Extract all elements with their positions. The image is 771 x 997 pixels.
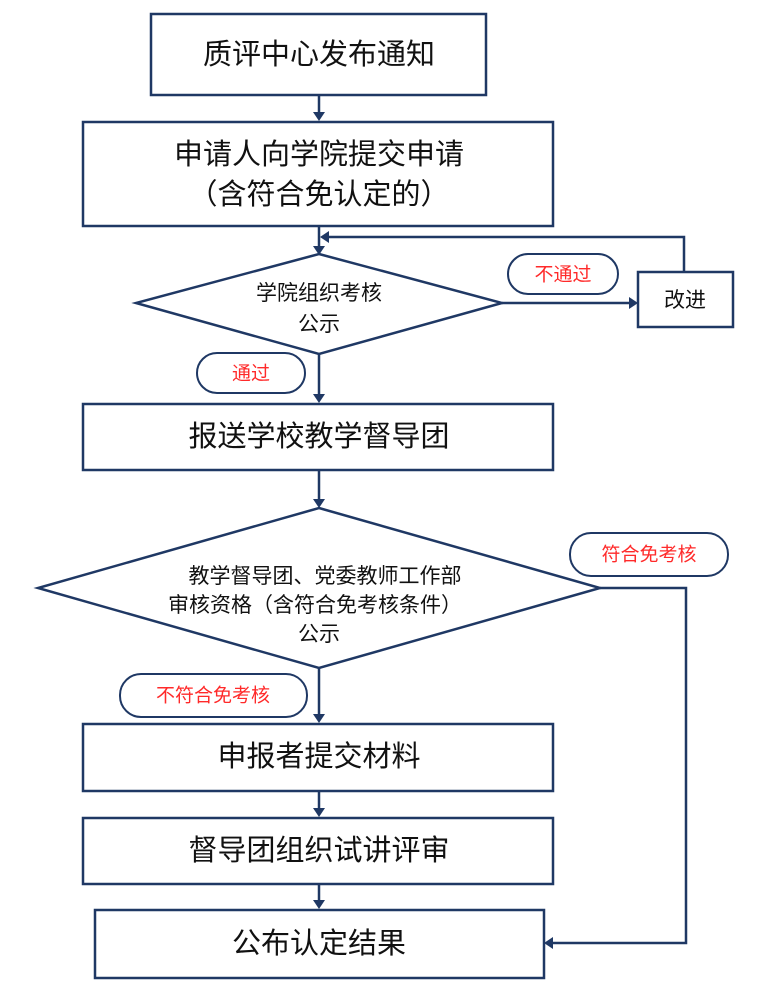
connector-improve-loop (326, 235, 686, 272)
edge-label-exempt: 符合免考核 (569, 532, 729, 577)
node-apply-line2: （含符合免认定的） (188, 177, 449, 211)
node-submit-school-label: 报送学校教学督导团 (188, 419, 449, 453)
arrow-head (313, 808, 325, 817)
node-apply: 申请人向学院提交申请 （含符合免认定的） (81, 120, 555, 228)
node-qualification-line3: 公示 (298, 622, 340, 646)
node-publish-result: 公布认定结果 (93, 908, 546, 980)
node-trial-lecture-label: 督导团组织试讲评审 (188, 833, 449, 867)
node-college-review-line2: 公示 (298, 312, 340, 336)
edge-label-pass-text: 通过 (232, 363, 270, 385)
node-submit-materials-label: 申报者提交材料 (217, 739, 420, 773)
node-publish-result-label: 公布认定结果 (232, 926, 406, 960)
arrow-head (313, 112, 325, 121)
node-submit-school: 报送学校教学督导团 (81, 402, 555, 472)
node-apply-line1: 申请人向学院提交申请 (174, 137, 464, 171)
edge-label-not-exempt-text: 不符合免考核 (156, 685, 270, 707)
arrow-head (629, 297, 638, 309)
edge-label-pass: 通过 (196, 352, 306, 394)
arrow-head (313, 900, 325, 909)
connector-exempt-publish (552, 586, 688, 945)
node-qualification-line2: 审核资格（含符合免考核条件） (168, 593, 462, 617)
edge-label-exempt-text: 符合免考核 (601, 544, 696, 566)
arrow-head (313, 394, 325, 403)
node-college-review: 学院组织考核 公示 (131, 252, 507, 356)
node-improve-label: 改进 (664, 288, 706, 312)
arrow-head (313, 246, 325, 255)
arrow-head (320, 231, 329, 243)
edge-label-not-exempt: 不符合免考核 (119, 673, 308, 718)
node-college-review-line1: 学院组织考核 (256, 281, 382, 305)
node-qualification-review: 教学督导团、党委教师工作部 审核资格（含符合免考核条件） 公示 (33, 506, 605, 670)
node-notice-label: 质评中心发布通知 (203, 37, 435, 71)
node-notice: 质评中心发布通知 (149, 12, 488, 97)
node-submit-materials: 申报者提交材料 (81, 722, 555, 793)
node-trial-lecture: 督导团组织试讲评审 (81, 816, 555, 886)
edge-label-fail-text: 不通过 (534, 264, 591, 286)
node-qualification-line1: 教学督导团、党委教师工作部 (189, 564, 462, 588)
arrow-head (313, 714, 325, 723)
arrow-head (313, 499, 325, 508)
arrow-head (544, 937, 553, 949)
edge-label-fail: 不通过 (507, 253, 619, 295)
node-improve: 改进 (636, 270, 735, 329)
